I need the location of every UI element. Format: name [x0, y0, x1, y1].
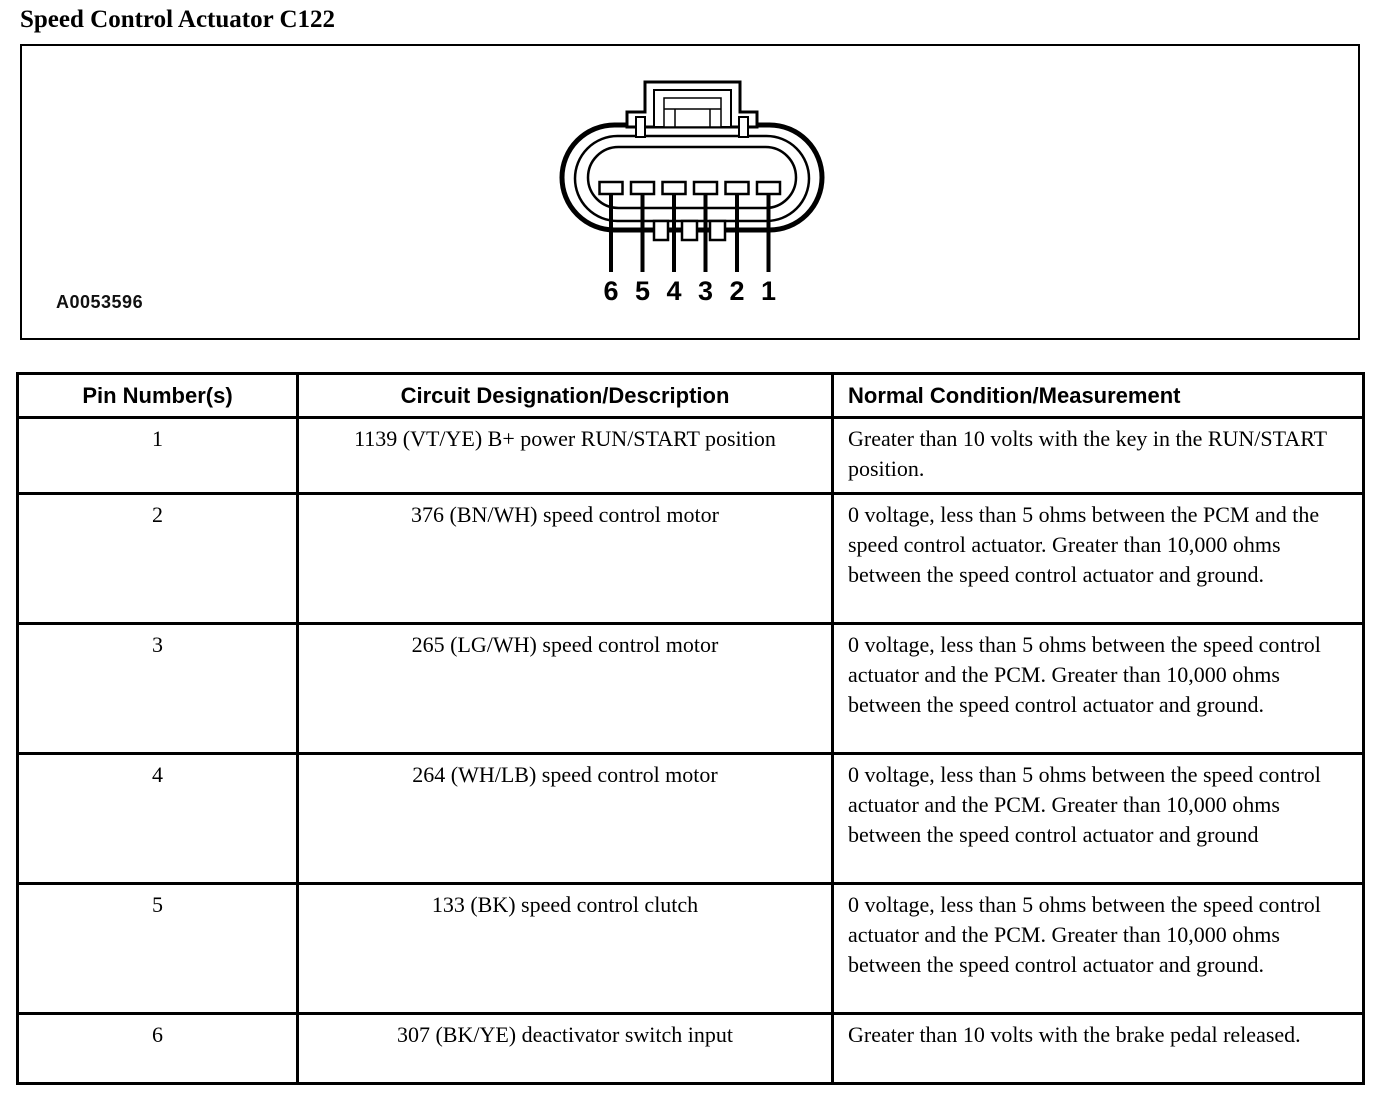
- pin-cell: 2: [16, 492, 299, 625]
- pin-terminal: [629, 180, 656, 196]
- pin-number-label: 2: [729, 276, 744, 306]
- normal-cell: Greater than 10 volts with the brake ped…: [831, 1012, 1365, 1085]
- pin-terminal: [724, 180, 750, 196]
- circuit-cell: 376 (BN/WH) speed control motor: [296, 492, 834, 625]
- pin-table: Pin Number(s) Circuit Designation/Descri…: [16, 372, 1365, 1085]
- circuit-cell: 264 (WH/LB) speed control motor: [296, 752, 834, 885]
- connector-latch: [625, 80, 759, 138]
- figure-code-label: A0053596: [56, 292, 144, 312]
- connector-diagram: 6 5 4 3 2 1: [559, 80, 825, 306]
- pin-leader-lines: [609, 194, 771, 272]
- pin-cell: 4: [16, 752, 299, 885]
- circuit-cell: 1139 (VT/YE) B+ power RUN/START position: [296, 416, 834, 495]
- normal-cell: 0 voltage, less than 5 ohms between the …: [831, 622, 1365, 755]
- pin-number-label: 4: [666, 276, 681, 306]
- pin-terminal: [661, 180, 687, 196]
- table-row: 4 264 (WH/LB) speed control motor 0 volt…: [16, 752, 1365, 885]
- table-row: 5 133 (BK) speed control clutch 0 voltag…: [16, 882, 1365, 1015]
- normal-cell: Greater than 10 volts with the key in th…: [831, 416, 1365, 495]
- table-row: 3 265 (LG/WH) speed control motor 0 volt…: [16, 622, 1365, 755]
- normal-cell: 0 voltage, less than 5 ohms between the …: [831, 492, 1365, 625]
- pin-cell: 1: [16, 416, 299, 495]
- circuit-cell: 307 (BK/YE) deactivator switch input: [296, 1012, 834, 1085]
- connector-figure-panel: 6 5 4 3 2 1 A0053596: [20, 44, 1360, 340]
- table-row: 2 376 (BN/WH) speed control motor 0 volt…: [16, 492, 1365, 625]
- normal-cell: 0 voltage, less than 5 ohms between the …: [831, 882, 1365, 1015]
- normal-cell: 0 voltage, less than 5 ohms between the …: [831, 752, 1365, 885]
- table-row: 1 1139 (VT/YE) B+ power RUN/START positi…: [16, 416, 1365, 495]
- circuit-cell: 133 (BK) speed control clutch: [296, 882, 834, 1015]
- pin-number-label: 5: [635, 276, 650, 306]
- pin-terminal: [755, 180, 782, 196]
- pin-cell: 3: [16, 622, 299, 755]
- pin-number-label: 3: [698, 276, 713, 306]
- header-pin-numbers: Pin Number(s): [16, 372, 299, 419]
- pin-cell: 5: [16, 882, 299, 1015]
- pin-terminal: [598, 180, 624, 196]
- pin-cell: 6: [16, 1012, 299, 1085]
- pin-terminal: [692, 180, 719, 196]
- connector-index-tabs: [652, 219, 727, 242]
- pin-number-label: 6: [603, 276, 618, 306]
- table-header-row: Pin Number(s) Circuit Designation/Descri…: [16, 372, 1365, 419]
- connector-shell: [559, 122, 825, 233]
- pin-number-labels: 6 5 4 3 2 1: [603, 276, 776, 306]
- header-circuit-designation: Circuit Designation/Description: [296, 372, 834, 419]
- circuit-cell: 265 (LG/WH) speed control motor: [296, 622, 834, 755]
- table-row: 6 307 (BK/YE) deactivator switch input G…: [16, 1012, 1365, 1085]
- page-title: Speed Control Actuator C122: [20, 6, 336, 33]
- header-normal-condition: Normal Condition/Measurement: [831, 372, 1365, 419]
- pin-number-label: 1: [761, 276, 776, 306]
